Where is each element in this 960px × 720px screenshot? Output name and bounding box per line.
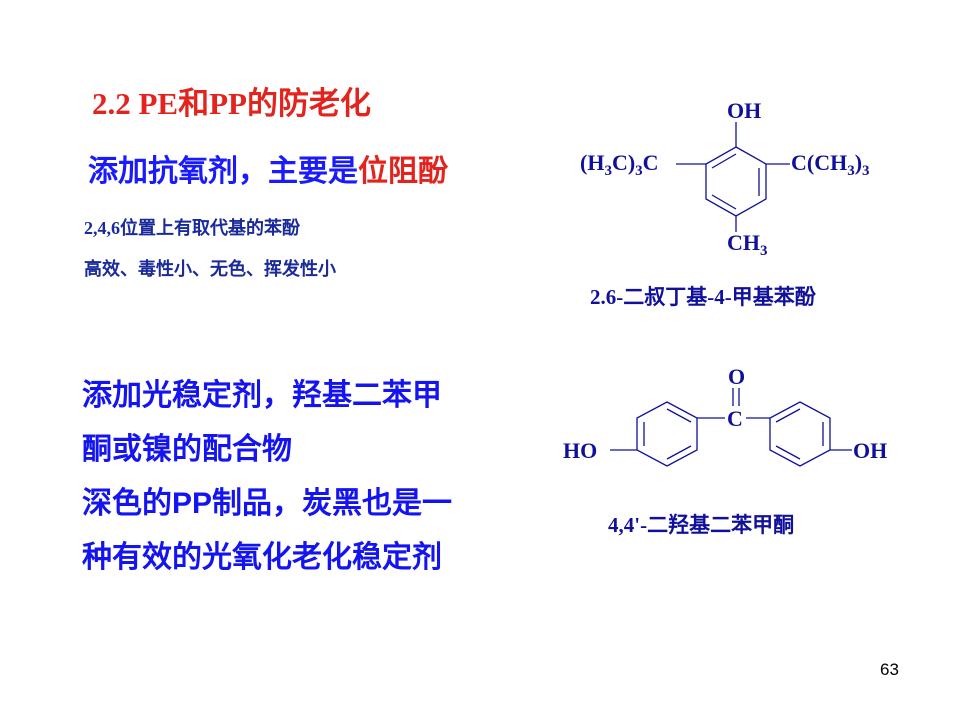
structure-dihydroxybenzophenone xyxy=(610,388,852,467)
structure1-caption: 2.6-二叔丁基-4-甲基苯酚 xyxy=(590,285,817,309)
ho-label: HO xyxy=(563,438,597,463)
oh-label-right: OH xyxy=(853,438,887,463)
subtitle-text: 添加抗氧剂，主要是 xyxy=(88,155,358,188)
structure-bht xyxy=(676,122,790,232)
note-text: 位置上有取代基的苯酚 xyxy=(120,218,300,238)
body-line: 深色的PP制品，炭黑也是一 xyxy=(82,487,453,520)
carbonyl-o-label: O xyxy=(728,364,745,389)
carbonyl-c-label: C xyxy=(727,406,743,431)
note-line-2: 高效、毒性小、无色、挥发性小 xyxy=(84,259,336,279)
tert-butyl-left-label: (H3C)3C xyxy=(580,150,659,179)
oh-label: OH xyxy=(727,98,761,123)
slide-title: 2.2 PE和PP的防老化 xyxy=(92,86,371,121)
note-line-1: 2,4,6位置上有取代基的苯酚 xyxy=(84,214,300,240)
subtitle-highlight: 位阻酚 xyxy=(358,155,448,188)
tert-butyl-right-label: C(CH3)3 xyxy=(791,150,870,179)
body-line: 添加光稳定剂，羟基二苯甲 xyxy=(82,379,442,412)
subtitle: 添加抗氧剂，主要是位阻酚 xyxy=(88,146,448,190)
body-line: 种有效的光氧化老化稳定剂 xyxy=(82,541,442,574)
methyl-label: CH3 xyxy=(727,230,768,259)
structure2-caption: 4,4'-二羟基二苯甲酮 xyxy=(608,513,794,537)
note-number: 2,4,6 xyxy=(84,218,120,238)
body-line: 酮或镍的配合物 xyxy=(82,433,292,466)
page-number: 63 xyxy=(880,660,899,679)
